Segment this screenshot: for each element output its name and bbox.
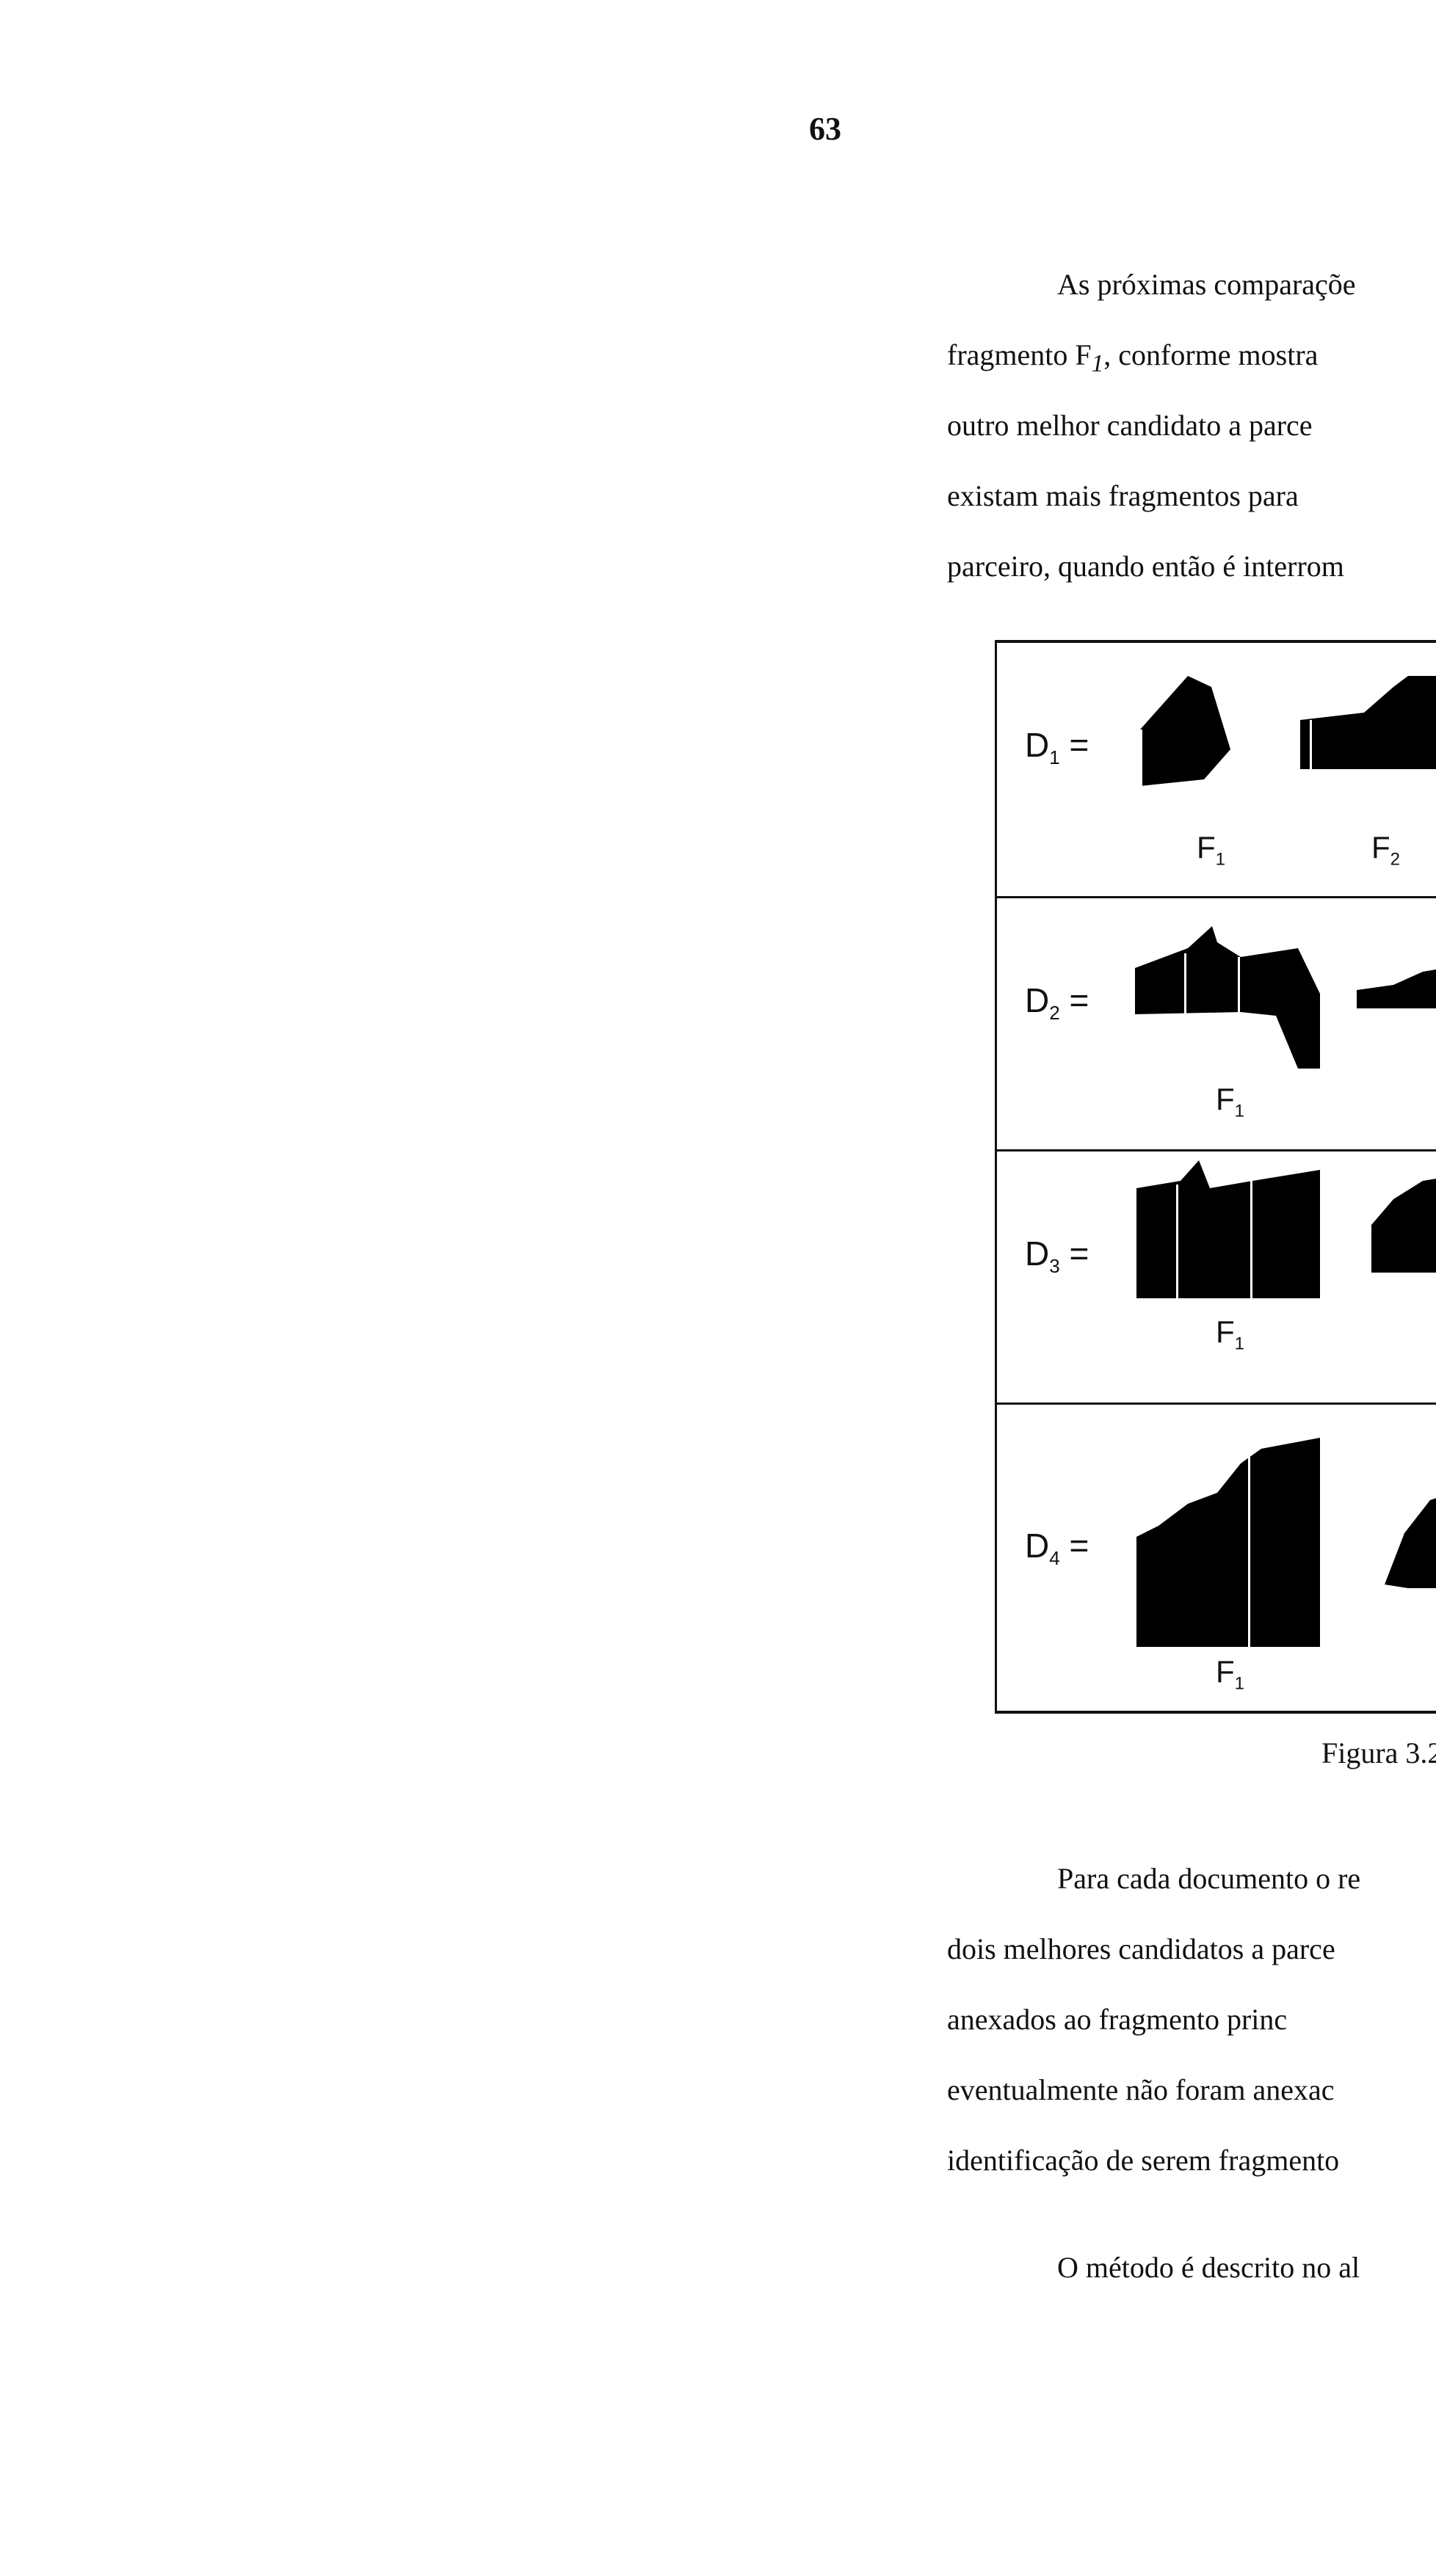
paragraph-3-line-1: O método é descrito no al xyxy=(1057,2251,1360,2284)
figure-caption: Figura 3.2 xyxy=(1321,1736,1436,1769)
figure-row-d1: D1 = F1 F2 xyxy=(997,643,1436,895)
fragment-f2-shape xyxy=(1371,1179,1436,1273)
fragment-shapes xyxy=(1136,1160,1436,1298)
reconstruction-figure: D1 = F1 F2 D2 = F1 F D3 = F1 F xyxy=(995,640,1436,1714)
fragment-shapes xyxy=(1135,926,1436,1069)
paragraph-1-line-5: parceiro, quando então é interrom xyxy=(947,550,1344,583)
paragraph-2-line-4: eventualmente não foram anexac xyxy=(947,2073,1335,2106)
paragraph-3: O método é descrito no al xyxy=(947,2233,1428,2303)
fragment-shapes xyxy=(1136,1438,1436,1647)
paragraph-2-line-1: Para cada documento o re xyxy=(1057,1862,1361,1895)
figure-row-d4: D4 = F1 F xyxy=(997,1402,1436,1693)
fragment-f2-shape xyxy=(1357,969,1436,1008)
fragment-label-f1: F1 xyxy=(1216,1082,1245,1121)
paragraph-2-line-2: dois melhores candidatos a parce xyxy=(947,1932,1335,1965)
fragment-label-f2: F2 xyxy=(1371,830,1401,870)
fragment-f1-shape xyxy=(1140,676,1230,786)
paragraph-2-line-5: identificação de serem fragmento xyxy=(947,2144,1340,2177)
fragment-f2-shape xyxy=(1385,1498,1436,1588)
row-label: D2 = xyxy=(1025,981,1089,1025)
fragment-f1-shape xyxy=(1136,1438,1320,1647)
fragment-shapes xyxy=(1140,676,1436,786)
paragraph-1-line-4: existam mais fragmentos para xyxy=(947,479,1299,512)
fragment-label-f1: F1 xyxy=(1197,830,1226,870)
paragraph-1: As próximas comparaçõe fragmento F1, con… xyxy=(947,250,1428,602)
fragment-label-f1: F1 xyxy=(1216,1654,1245,1694)
row-label: D3 = xyxy=(1025,1234,1089,1278)
paragraph-1-line-1: As próximas comparaçõe xyxy=(1057,268,1356,301)
paragraph-1-line-3: outro melhor candidato a parce xyxy=(947,409,1313,442)
fragment-f2-shape xyxy=(1300,676,1436,769)
row-label: D1 = xyxy=(1025,726,1089,769)
page-number: 63 xyxy=(809,111,841,147)
fragment-suffix: , conforme mostra xyxy=(1103,338,1319,371)
fragment-f1-shape xyxy=(1135,926,1320,1069)
paragraph-1-line-2: fragmento F1, conforme mostra xyxy=(947,320,1428,390)
fragment-f1-shape xyxy=(1136,1160,1320,1298)
row-label: D4 = xyxy=(1025,1527,1089,1570)
figure-row-d2: D2 = F1 F xyxy=(997,896,1436,1150)
paragraph-2: Para cada documento o re dois melhores c… xyxy=(947,1844,1428,2196)
paragraph-2-line-3: anexados ao fragmento princ xyxy=(947,2003,1288,2036)
fragment-text: fragmento F xyxy=(947,338,1092,371)
fragment-subscript: 1 xyxy=(1091,350,1104,377)
fragment-label-f1: F1 xyxy=(1216,1314,1245,1354)
figure-row-d3: D3 = F1 F xyxy=(997,1149,1436,1403)
